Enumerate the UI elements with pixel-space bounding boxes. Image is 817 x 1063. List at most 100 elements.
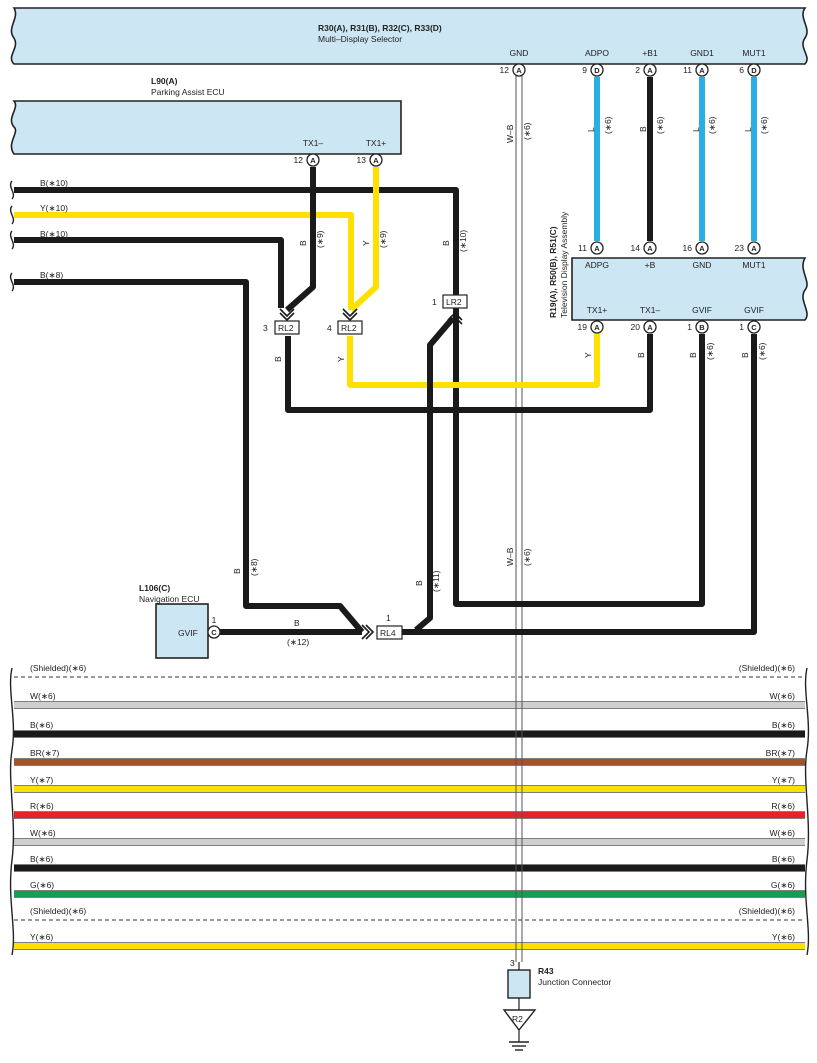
wire-tx1-plus	[348, 167, 379, 313]
bundle-row: Y(∗7)Y(∗7)	[14, 775, 805, 793]
svg-text:B: B	[414, 580, 424, 586]
bundle-label-left: BR(∗7)	[30, 748, 59, 758]
pin-circle	[590, 241, 604, 255]
pin-connector-letter: A	[699, 244, 705, 253]
pin-label: MUT1	[742, 48, 765, 58]
pin-circle	[207, 625, 221, 639]
pin-circle	[643, 63, 657, 77]
connector-pin: A14+B	[631, 241, 657, 270]
wire-tx1-minus	[285, 167, 316, 313]
svg-text:B: B	[273, 356, 283, 362]
svg-text:B: B	[688, 352, 698, 358]
junction-name: Junction Connector	[538, 977, 611, 987]
pin-label: GND	[693, 260, 712, 270]
pin-number: 12	[294, 155, 304, 165]
bundle-row: (Shielded)(∗6)(Shielded)(∗6)	[14, 906, 805, 921]
bundle-row: Y(∗6)Y(∗6)	[14, 932, 805, 950]
svg-text:4: 4	[327, 323, 332, 333]
wire-break	[9, 180, 15, 200]
svg-text:RL4: RL4	[380, 628, 396, 638]
svg-text:L: L	[586, 127, 596, 132]
svg-text:(∗10): (∗10)	[458, 230, 468, 252]
pin-circle	[695, 63, 709, 77]
svg-text:(∗9): (∗9)	[315, 230, 325, 248]
pin-circle	[747, 320, 761, 334]
tv-name: Television Display Assembly	[559, 211, 569, 318]
pin-circle	[695, 320, 709, 334]
wire-break	[9, 272, 15, 292]
pin-label: TX1+	[587, 305, 608, 315]
bundle-row: (Shielded)(∗6)(Shielded)(∗6)	[14, 663, 805, 678]
pin-label: GVIF	[744, 305, 764, 315]
nav-code: L106(C)	[139, 583, 170, 593]
bundle-label-right: W(∗6)	[769, 828, 795, 838]
svg-text:W–B: W–B	[505, 124, 515, 143]
pin-number: 16	[683, 243, 693, 253]
pin-connector-letter: C	[211, 628, 217, 637]
wire-rl2-tx1-plus	[347, 334, 600, 388]
bundle-label-right: BR(∗7)	[766, 748, 795, 758]
junction-pin-num: 3	[510, 958, 515, 968]
parking-assist-ecu: L90(A) Parking Assist ECU	[10, 76, 402, 155]
wire-break	[9, 205, 15, 225]
pin-circle	[369, 153, 383, 167]
pin-label: MUT1	[742, 260, 765, 270]
bundle-label-left: B(∗6)	[30, 720, 53, 730]
pin-number: 11	[578, 243, 587, 253]
svg-text:B: B	[298, 240, 308, 246]
bundle-label-left: B(∗6)	[30, 854, 53, 864]
bundle-label-right: B(∗6)	[772, 720, 795, 730]
wire-bundle: (Shielded)(∗6)(Shielded)(∗6)W(∗6)W(∗6)B(…	[9, 180, 810, 956]
pin-number: 1	[212, 615, 217, 625]
svg-text:B: B	[636, 352, 646, 358]
bundle-label-right: (Shielded)(∗6)	[739, 906, 795, 916]
pin-label: GVIF	[692, 305, 712, 315]
svg-text:B: B	[638, 126, 648, 132]
pin-number: 12	[500, 65, 510, 75]
svg-text:Y(∗10): Y(∗10)	[40, 203, 68, 213]
multi-display-selector: R30(A), R31(B), R32(C), R33(D) Multi–Dis…	[10, 7, 808, 65]
navigation-ecu: L106(C) Navigation ECU GVIF	[139, 583, 209, 659]
pin-label: TX1+	[366, 138, 387, 148]
nav-pin-label: GVIF	[178, 628, 198, 638]
svg-text:3: 3	[263, 323, 268, 333]
svg-text:L: L	[691, 127, 701, 132]
wire-break	[9, 230, 15, 250]
svg-text:(∗6): (∗6)	[655, 116, 665, 134]
pin-connector-letter: D	[751, 66, 757, 75]
pin-circle	[747, 63, 761, 77]
pin-circle	[747, 241, 761, 255]
splice-rl4: RL4 1	[376, 613, 403, 640]
bundle-label-right: R(∗6)	[771, 801, 795, 811]
pin-label: ADPG	[585, 260, 609, 270]
svg-text:B(∗10): B(∗10)	[40, 229, 68, 239]
ground-label: R2	[512, 1014, 523, 1024]
svg-text:B: B	[232, 568, 242, 574]
pin-number: 1	[687, 322, 692, 332]
bundle-label-right: (Shielded)(∗6)	[739, 663, 795, 673]
connector-pins: A12GNDD9ADPOA2+B1A11GND1D6MUT1A12TX1–A13…	[207, 48, 766, 639]
parking-code: L90(A)	[151, 76, 178, 86]
svg-text:RL2: RL2	[278, 323, 294, 333]
svg-text:(∗6): (∗6)	[757, 342, 767, 360]
pin-label: GND	[510, 48, 529, 58]
nav-name: Navigation ECU	[139, 594, 199, 604]
pin-circle	[512, 63, 526, 77]
splice-lr2: LR2 1	[432, 294, 468, 309]
svg-text:W–B: W–B	[505, 547, 515, 566]
connector-pin: A2+B1	[635, 48, 658, 77]
parking-name: Parking Assist ECU	[151, 87, 225, 97]
pin-number: 13	[357, 155, 367, 165]
bundle-label-left: Y(∗7)	[30, 775, 53, 785]
selector-name: Multi–Display Selector	[318, 34, 402, 44]
connector-pin: C1	[207, 615, 221, 639]
wire-b10-top	[14, 187, 705, 607]
